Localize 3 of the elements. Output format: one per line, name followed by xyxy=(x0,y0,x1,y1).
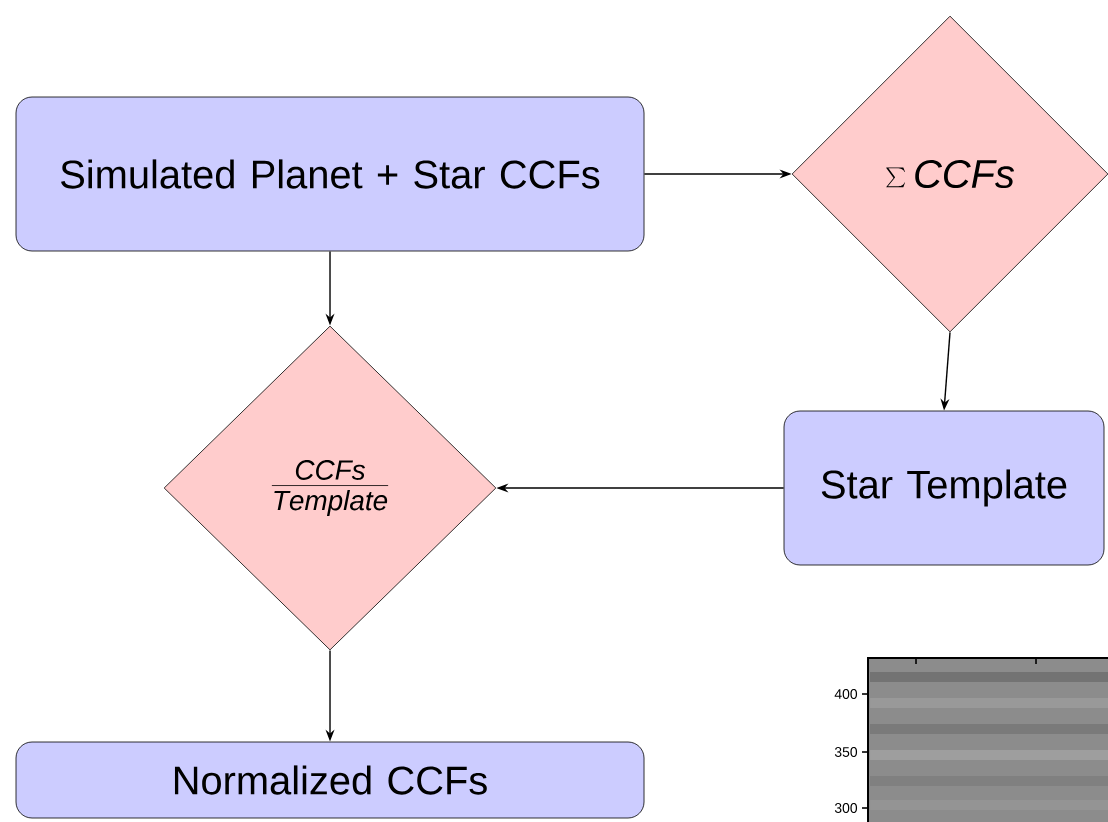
process-box: Simulated Planet + Star CCFs xyxy=(15,96,645,252)
process-box: Normalized CCFs xyxy=(15,741,645,819)
process-box: Star Template xyxy=(783,410,1105,566)
